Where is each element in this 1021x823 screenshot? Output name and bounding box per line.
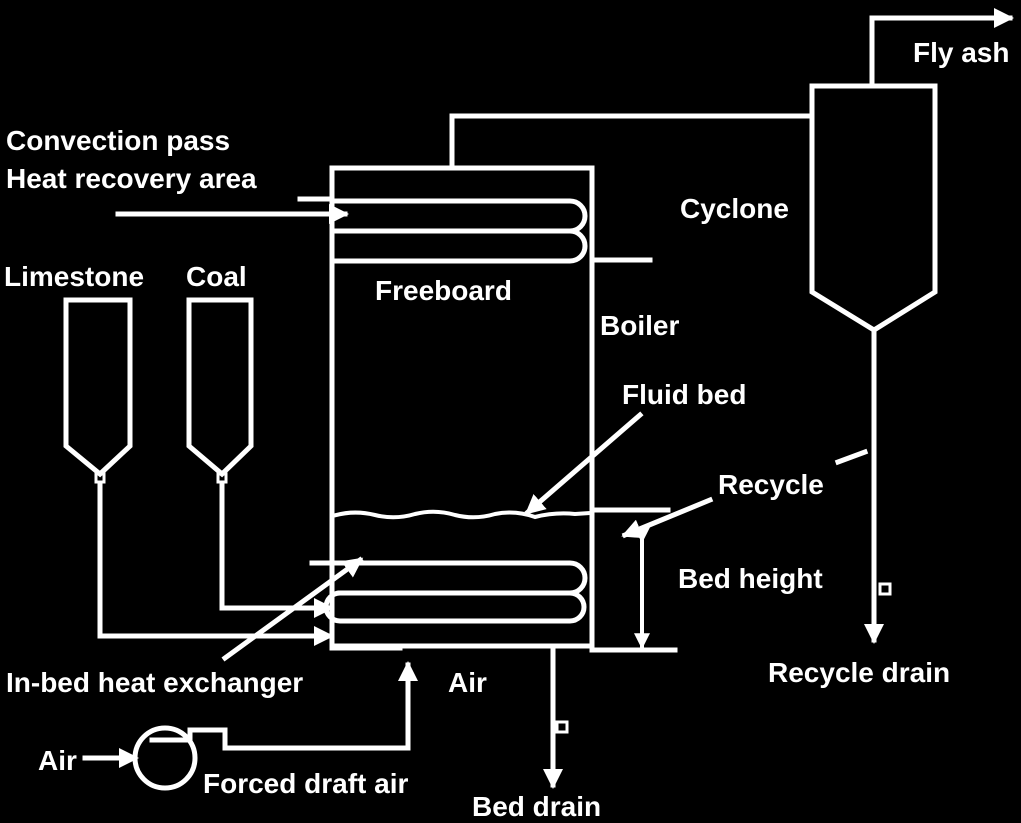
limestone-hopper bbox=[63, 297, 133, 478]
boiler-vessel bbox=[329, 165, 595, 649]
recycle-return-arrow bbox=[621, 496, 714, 539]
recycle-label-leader bbox=[834, 448, 869, 466]
recycle-drain-valve bbox=[878, 582, 892, 596]
label-fluid-bed: Fluid bed bbox=[622, 379, 746, 410]
in-bed-tube-lower bbox=[323, 590, 587, 624]
label-forced-draft-air: Forced draft air bbox=[203, 768, 408, 799]
label-recycle-drain: Recycle drain bbox=[768, 657, 950, 688]
fluid-bed-pointer bbox=[524, 411, 644, 516]
label-heat-recovery-area: Heat recovery area bbox=[6, 163, 257, 194]
label-bed-drain: Bed drain bbox=[472, 791, 601, 822]
label-recycle: Recycle bbox=[718, 469, 824, 500]
label-freeboard: Freeboard bbox=[375, 275, 512, 306]
label-convection-pass: Convection pass bbox=[6, 125, 230, 156]
label-cyclone: Cyclone bbox=[680, 193, 789, 224]
label-limestone: Limestone bbox=[4, 261, 144, 292]
label-bed-height: Bed height bbox=[678, 563, 823, 594]
fluid-bed-surface bbox=[333, 509, 593, 520]
forced-draft-duct bbox=[149, 661, 418, 751]
in-bed-heat-exchanger-pointer bbox=[221, 556, 364, 662]
label-air-source: Air bbox=[38, 745, 77, 776]
cyclone-body bbox=[809, 83, 938, 333]
label-in-bed-heat-exchanger: In-bed heat exchanger bbox=[6, 667, 303, 698]
label-fly-ash: Fly ash bbox=[913, 37, 1009, 68]
bed-drain-valve bbox=[555, 720, 569, 734]
fly-ash-outlet bbox=[869, 8, 1014, 89]
label-air-inlet: Air bbox=[448, 667, 487, 698]
convection-duct bbox=[449, 113, 815, 171]
label-boiler: Boiler bbox=[600, 310, 679, 341]
coal-hopper bbox=[186, 297, 254, 478]
convection-tube-lower bbox=[333, 228, 588, 264]
label-coal: Coal bbox=[186, 261, 247, 292]
